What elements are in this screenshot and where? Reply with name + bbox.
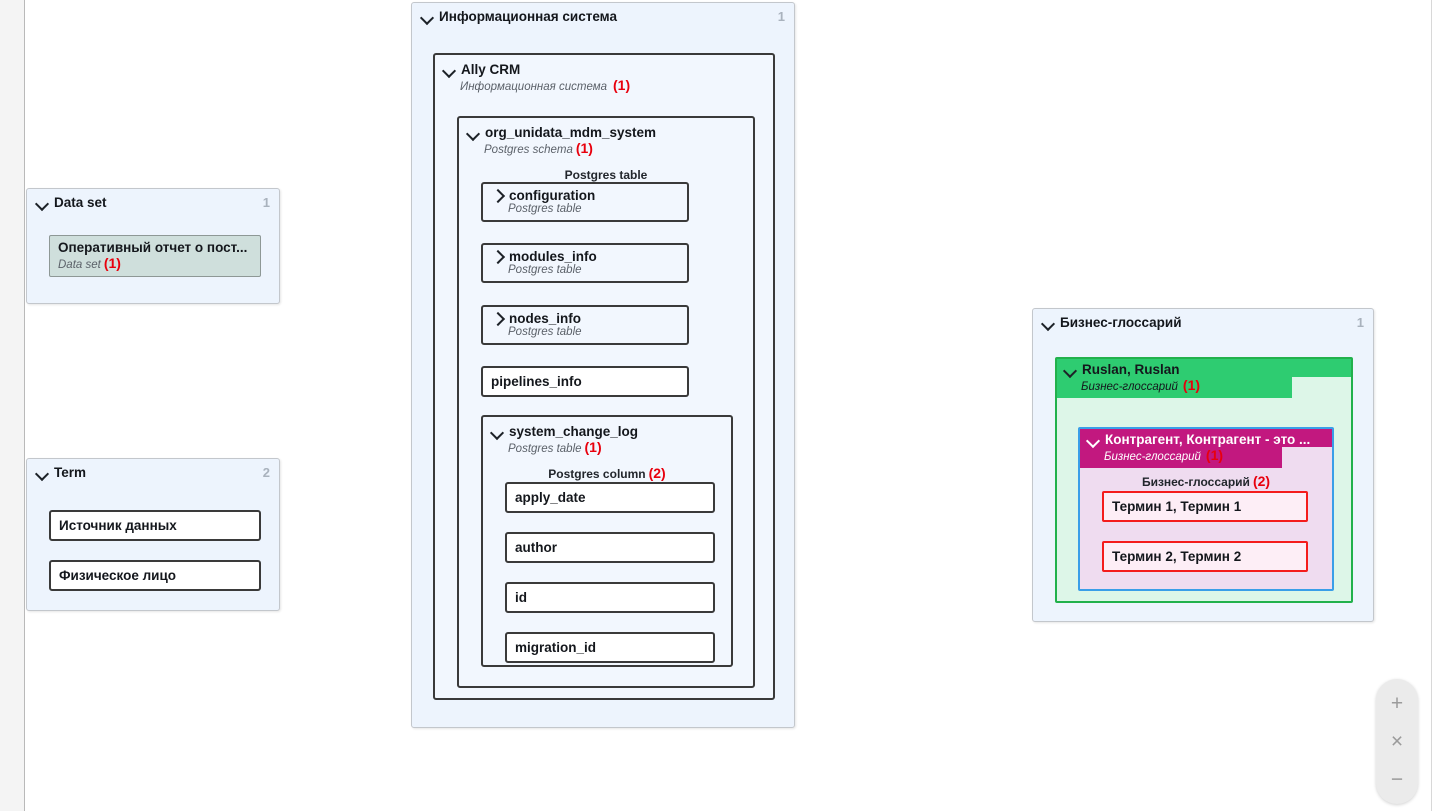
group-title: Информационная система	[439, 9, 617, 24]
node-data-set-item[interactable]: Оперативный отчет о пост... Data set(1)	[49, 235, 261, 277]
node-term-1[interactable]: Термин 1, Термин 1	[1102, 491, 1308, 522]
node-column-id[interactable]: id	[505, 582, 715, 613]
group-header[interactable]: Data set 1	[27, 189, 279, 212]
group-header[interactable]: Бизнес-глоссарий 1	[1033, 309, 1373, 332]
node-title: configuration	[509, 188, 596, 203]
group-header[interactable]: Информационная система 1	[412, 3, 794, 26]
chevron-down-icon[interactable]	[1063, 362, 1078, 377]
group-title: Data set	[54, 195, 107, 210]
node-badge: (1)	[103, 255, 121, 271]
node-subtype: Data set	[58, 259, 101, 271]
zoom-in-icon[interactable]: +	[1390, 692, 1404, 716]
child-type-label: Бизнес-глоссарий(2)	[1080, 473, 1332, 489]
node-title: author	[515, 540, 557, 555]
chevron-down-icon[interactable]	[35, 195, 50, 210]
node-title: Источник данных	[59, 518, 177, 533]
node-subtype: Информационная система	[460, 81, 608, 93]
node-badge: (1)	[1182, 377, 1201, 393]
node-subtype: Бизнес-глоссарий	[1081, 381, 1178, 393]
node-title: Ally CRM	[461, 62, 521, 77]
node-badge: (1)	[1205, 447, 1224, 463]
node-badge: (1)	[613, 77, 631, 93]
group-title: Бизнес-глоссарий	[1060, 315, 1182, 330]
node-title: nodes_info	[509, 311, 582, 326]
right-rail	[1431, 0, 1435, 811]
node-subtype: Postgres table	[508, 203, 582, 215]
node-badge: (1)	[575, 140, 593, 156]
group-count: 1	[262, 195, 270, 210]
chevron-down-icon[interactable]	[466, 125, 481, 140]
group-information-system[interactable]: Информационная система 1 Ally CRM Информ…	[411, 2, 795, 728]
node-title: Контрагент, Контрагент - это ...	[1105, 432, 1311, 447]
node-title: pipelines_info	[491, 374, 582, 389]
node-subtype: Postgres table	[508, 326, 582, 338]
chevron-down-icon[interactable]	[490, 424, 505, 439]
left-rail	[0, 0, 25, 811]
node-schema-org-unidata-mdm-system[interactable]: org_unidata_mdm_system Postgres schema(1…	[457, 116, 755, 688]
node-term-1[interactable]: Источник данных	[49, 510, 261, 541]
node-title: Физическое лицо	[59, 568, 177, 583]
node-badge: (1)	[584, 439, 602, 455]
node-table-modules-info[interactable]: modules_info Postgres table	[481, 243, 689, 283]
child-type-text: Бизнес-глоссарий	[1141, 475, 1250, 489]
chevron-down-icon[interactable]	[420, 9, 435, 24]
chevron-down-icon[interactable]	[35, 465, 50, 480]
group-business-glossary[interactable]: Бизнес-глоссарий 1 Ruslan, Ruslan Бизнес…	[1032, 308, 1374, 622]
chevron-right-icon[interactable]	[490, 188, 505, 203]
node-subtype-band: Бизнес-глоссарий (1)	[1057, 377, 1293, 398]
node-subtype-band: Бизнес-глоссарий (1)	[1080, 447, 1282, 468]
group-title: Term	[54, 465, 87, 480]
chevron-right-icon[interactable]	[490, 311, 505, 326]
node-title: org_unidata_mdm_system	[485, 125, 657, 140]
node-term-2[interactable]: Термин 2, Термин 2	[1102, 541, 1308, 572]
node-title: system_change_log	[509, 424, 639, 439]
chevron-down-icon[interactable]	[442, 62, 457, 77]
group-term[interactable]: Term 2 Источник данных Физическое лицо	[26, 458, 280, 611]
child-type-badge: (2)	[1252, 473, 1271, 489]
zoom-out-icon[interactable]: −	[1390, 767, 1404, 791]
node-column-author[interactable]: author	[505, 532, 715, 563]
group-header[interactable]: Term 2	[27, 459, 279, 482]
group-data-set[interactable]: Data set 1 Оперативный отчет о пост... D…	[26, 188, 280, 304]
node-table-nodes-info[interactable]: nodes_info Postgres table	[481, 305, 689, 345]
node-subtype: Postgres schema	[484, 144, 573, 156]
node-subtype: Бизнес-глоссарий	[1104, 451, 1201, 463]
node-title: apply_date	[515, 490, 586, 505]
child-type-label: Postgres table	[564, 168, 648, 182]
node-title: Оперативный отчет о пост...	[58, 240, 248, 255]
node-term-2[interactable]: Физическое лицо	[49, 560, 261, 591]
group-count: 2	[262, 465, 270, 480]
node-glossary-kontragent[interactable]: Контрагент, Контрагент - это ... Бизнес-…	[1078, 427, 1334, 591]
node-header[interactable]: Контрагент, Контрагент - это ...	[1080, 429, 1332, 447]
group-count: 1	[777, 9, 785, 24]
chevron-down-icon[interactable]	[1041, 315, 1056, 330]
node-title: id	[515, 590, 527, 605]
node-subtype: Postgres table	[508, 264, 582, 276]
node-glossary-ruslan[interactable]: Ruslan, Ruslan Бизнес-глоссарий (1) Контр…	[1055, 357, 1353, 603]
node-title: Термин 2, Термин 2	[1112, 549, 1242, 564]
node-table-configuration[interactable]: configuration Postgres table	[481, 182, 689, 222]
node-ally-crm[interactable]: Ally CRM Информационная система (1) org_u…	[433, 53, 775, 700]
node-title: Термин 1, Термин 1	[1112, 499, 1242, 514]
node-table-pipelines-info[interactable]: pipelines_info	[481, 366, 689, 397]
node-column-migration-id[interactable]: migration_id	[505, 632, 715, 663]
node-title: modules_info	[509, 249, 597, 264]
group-count: 1	[1356, 315, 1364, 330]
chevron-right-icon[interactable]	[490, 249, 505, 264]
node-column-apply-date[interactable]: apply_date	[505, 482, 715, 513]
chevron-down-icon[interactable]	[1086, 432, 1101, 447]
child-type-text: Postgres column	[548, 467, 646, 481]
zoom-reset-icon[interactable]: ×	[1390, 729, 1404, 753]
node-header[interactable]: Ruslan, Ruslan	[1057, 359, 1351, 377]
zoom-controls[interactable]: + × −	[1376, 679, 1418, 804]
node-subtype: Postgres table	[508, 443, 582, 455]
child-type-label: Postgres column(2)	[483, 465, 731, 481]
node-title: migration_id	[515, 640, 597, 655]
node-table-system-change-log[interactable]: system_change_log Postgres table(1) Post…	[481, 415, 733, 667]
node-title: Ruslan, Ruslan	[1082, 362, 1180, 377]
child-type-badge: (2)	[648, 465, 666, 481]
